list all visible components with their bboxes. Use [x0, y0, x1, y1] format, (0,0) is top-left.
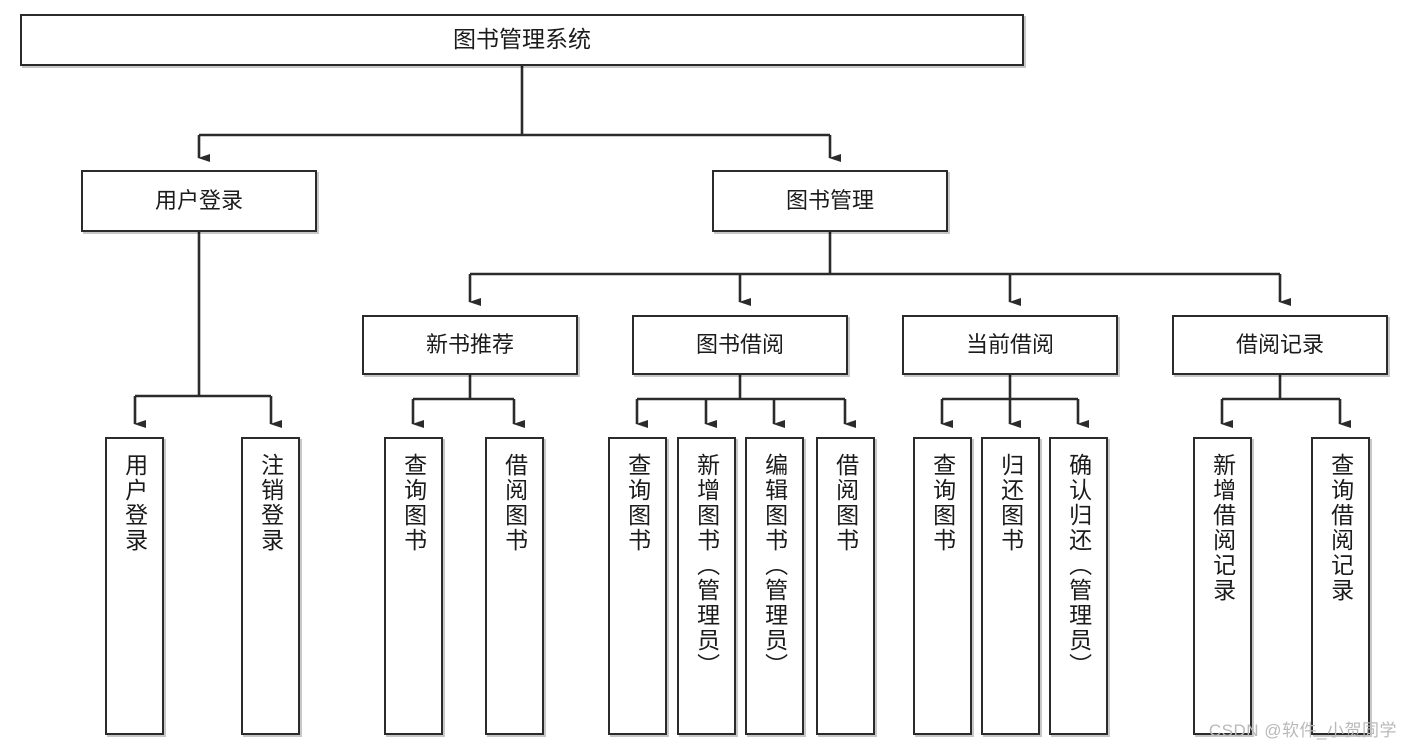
leaf-current-query-book[interactable]: 查询图书 [913, 437, 972, 735]
node-book-management[interactable]: 图书管理 [712, 170, 948, 232]
leaf-user-login-logout[interactable]: 注销登录 [241, 437, 300, 735]
node-label: 查询借阅记录 [1327, 453, 1354, 603]
leaf-current-confirm-return-admin[interactable]: 确认归还（管理员） [1049, 437, 1108, 735]
leaf-borrow-add-book-admin[interactable]: 新增图书（管理员） [677, 437, 736, 735]
node-label: 新增借阅记录 [1209, 453, 1236, 603]
node-label: 编辑图书（管理员） [761, 453, 788, 678]
csdn-watermark: CSDN @软件_小贺同学 [1208, 721, 1397, 740]
leaf-borrow-edit-book-admin[interactable]: 编辑图书（管理员） [745, 437, 804, 735]
node-label: 注销登录 [257, 453, 284, 553]
node-root-system[interactable]: 图书管理系统 [20, 14, 1024, 66]
node-label: 借阅记录 [1235, 332, 1324, 358]
leaf-user-login-login[interactable]: 用户登录 [105, 437, 164, 735]
node-book-borrow[interactable]: 图书借阅 [632, 315, 848, 375]
node-label: 查询图书 [929, 453, 956, 553]
node-label: 当前借阅 [965, 332, 1054, 358]
node-label: 借阅图书 [501, 453, 528, 553]
node-label: 新书推荐 [425, 332, 514, 358]
node-label: 图书借阅 [695, 332, 784, 358]
node-label: 图书管理 [785, 188, 874, 214]
leaf-records-query-record[interactable]: 查询借阅记录 [1311, 437, 1370, 735]
leaf-recommend-borrow-book[interactable]: 借阅图书 [485, 437, 544, 735]
node-borrow-records[interactable]: 借阅记录 [1172, 315, 1388, 375]
node-label: 归还图书 [997, 453, 1024, 553]
node-label: 图书管理系统 [453, 26, 591, 53]
node-label: 查询图书 [624, 453, 651, 553]
leaf-current-return-book[interactable]: 归还图书 [981, 437, 1040, 735]
leaf-recommend-query-book[interactable]: 查询图书 [384, 437, 443, 735]
leaf-borrow-query-book[interactable]: 查询图书 [608, 437, 667, 735]
node-label: 用户登录 [154, 188, 243, 214]
leaf-records-add-record[interactable]: 新增借阅记录 [1193, 437, 1252, 735]
node-new-book-recommend[interactable]: 新书推荐 [362, 315, 578, 375]
node-label: 用户登录 [121, 453, 148, 553]
node-label: 查询图书 [400, 453, 427, 553]
leaf-borrow-borrow-book[interactable]: 借阅图书 [816, 437, 875, 735]
node-label: 新增图书（管理员） [693, 453, 720, 678]
node-label: 确认归还（管理员） [1065, 453, 1092, 678]
node-user-login[interactable]: 用户登录 [81, 170, 317, 232]
node-label: 借阅图书 [832, 453, 859, 553]
node-current-borrow[interactable]: 当前借阅 [902, 315, 1118, 375]
